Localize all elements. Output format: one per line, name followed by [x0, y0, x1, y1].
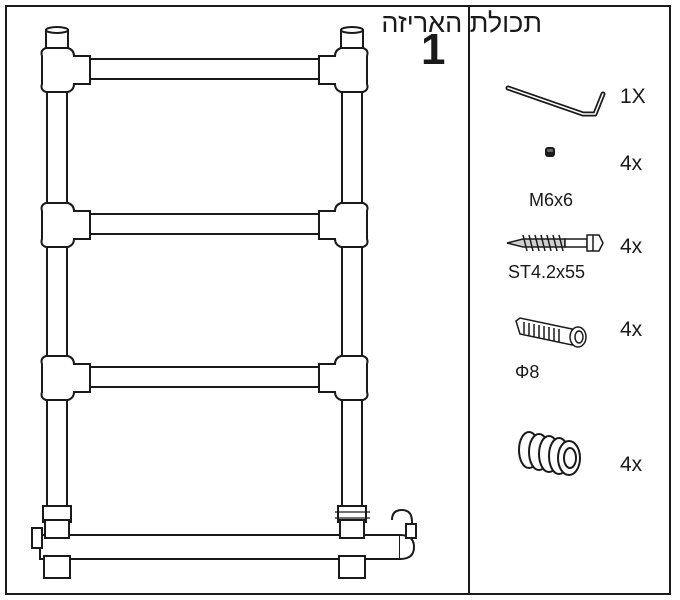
wood-screw-spec: ST4.2x55: [508, 262, 586, 282]
column-divider: [468, 5, 470, 595]
set-screw-spec: M6x6: [529, 190, 574, 210]
packing-contents-title: תכולת האריזה: [381, 8, 542, 38]
set-screw-quantity: 4x: [620, 152, 643, 175]
spacer-sleeve-quantity: 4x: [620, 453, 643, 476]
wall-plug-icon: [515, 317, 587, 348]
step-number: 1: [421, 25, 446, 74]
wall-plug-quantity: 4x: [620, 318, 643, 341]
wood-screw-icon: [506, 234, 604, 252]
hex-key-quantity: 1X: [620, 85, 646, 108]
towel-rack-illustration: [31, 26, 417, 579]
hex-key-icon: [505, 85, 606, 117]
wall-plug-spec: Φ8: [515, 362, 540, 382]
page-frame: [5, 5, 671, 595]
set-screw-icon: [545, 147, 555, 157]
wood-screw-quantity: 4x: [620, 235, 643, 258]
spacer-sleeve-icon: [518, 431, 581, 476]
